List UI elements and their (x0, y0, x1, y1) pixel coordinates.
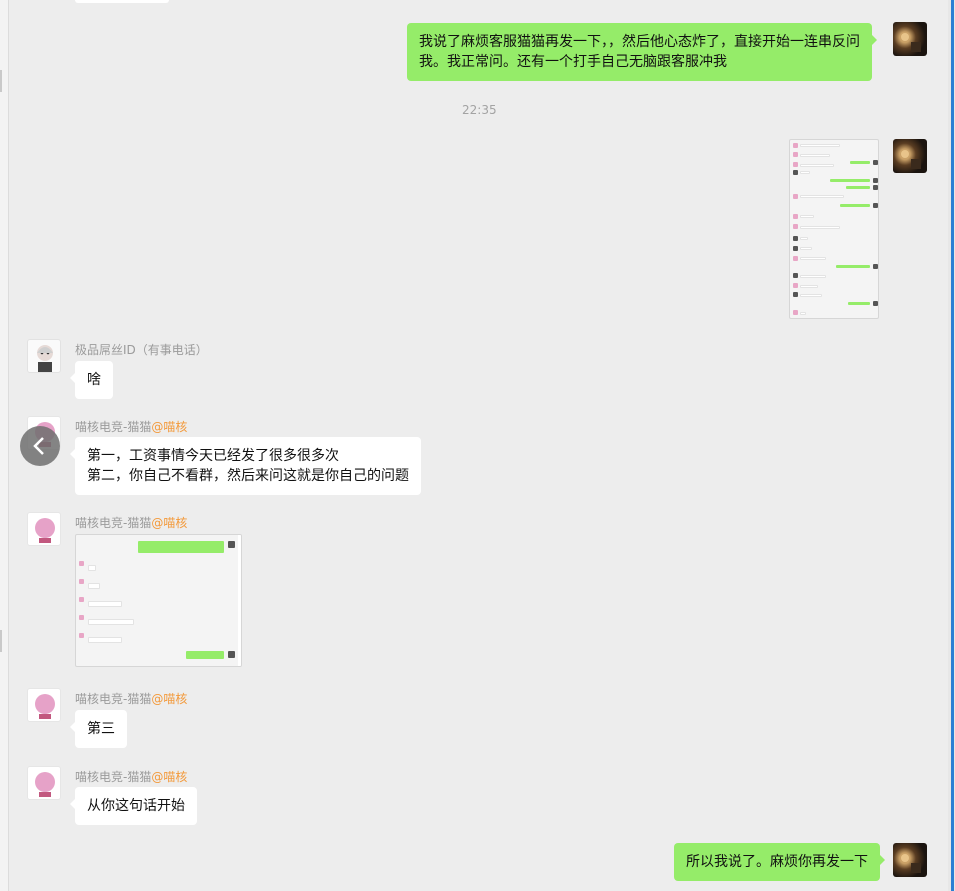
partial-bubble (75, 0, 169, 3)
timestamp: 22:35 (462, 103, 497, 117)
pink-avatar-icon (35, 518, 55, 543)
image-message-self[interactable] (789, 139, 879, 319)
message-text: 第二，你自己不看群，然后来问这就是你自己的问题 (87, 468, 409, 484)
message-bubble[interactable]: 第一，工资事情今天已经发了很多很多次 第二，你自己不看群，然后来问这就是你自己的… (70, 437, 421, 495)
message-text: 第三 (87, 721, 115, 737)
sender-name: 极品屌丝ID（有事电话） (75, 343, 208, 357)
sender-name-text: 喵核电竞-猫猫 (75, 516, 152, 530)
left-window-edge (0, 0, 9, 891)
scrollbar[interactable] (948, 0, 955, 891)
sender-name-text: 喵核电竞-猫猫 (75, 770, 152, 784)
message-text: 啥 (87, 372, 101, 388)
avatar-self[interactable] (893, 139, 927, 173)
edge-tick (0, 630, 2, 652)
avatar-image-icon (901, 150, 921, 169)
mention-tag[interactable]: @喵核 (151, 692, 188, 706)
sender-name: 喵核电竞-猫猫@喵核 (75, 514, 187, 531)
message-text: 我。我正常问。还有一个打手自己无脑跟客服冲我 (419, 54, 727, 70)
pink-avatar-icon (35, 772, 55, 797)
mention-tag[interactable]: @喵核 (151, 770, 188, 784)
sender-name: 喵核电竞-猫猫@喵核 (75, 418, 187, 435)
mention-tag[interactable]: @喵核 (151, 420, 188, 434)
avatar-contact[interactable] (27, 766, 61, 800)
avatar-contact[interactable] (27, 688, 61, 722)
avatar-contact[interactable] (27, 339, 61, 373)
message-text: 第一，工资事情今天已经发了很多很多次 (87, 448, 339, 464)
anime-avatar-icon (37, 345, 53, 372)
message-text: 所以我说了。麻烦你再发一下 (686, 854, 868, 870)
message-text: 我说了麻烦客服猫猫再发一下，，然后他心态炸了，直接开始一连串反问 (419, 34, 860, 50)
image-message[interactable] (75, 534, 242, 667)
avatar-image-icon (901, 33, 921, 52)
scrollbar-track[interactable] (951, 0, 954, 891)
avatar-self[interactable] (893, 22, 927, 56)
message-bubble-self[interactable]: 我说了麻烦客服猫猫再发一下，，然后他心态炸了，直接开始一连串反问 我。我正常问。… (407, 23, 877, 81)
message-bubble[interactable]: 从你这句话开始 (70, 787, 197, 825)
sender-name: 喵核电竞-猫猫@喵核 (75, 690, 187, 707)
sender-name: 喵核电竞-猫猫@喵核 (75, 768, 187, 785)
edge-tick (0, 70, 2, 92)
back-button[interactable] (20, 426, 60, 466)
avatar-image-icon (901, 854, 921, 873)
sender-name-text: 喵核电竞-猫猫 (75, 420, 152, 434)
avatar-contact[interactable] (27, 512, 61, 546)
message-bubble-self[interactable]: 所以我说了。麻烦你再发一下 (674, 843, 885, 881)
avatar-self[interactable] (893, 843, 927, 877)
pink-avatar-icon (35, 694, 55, 719)
mention-tag[interactable]: @喵核 (151, 516, 188, 530)
chevron-left-icon (33, 437, 44, 455)
message-bubble[interactable]: 第三 (70, 710, 127, 748)
message-text: 从你这句话开始 (87, 798, 185, 814)
message-bubble[interactable]: 啥 (70, 361, 113, 399)
sender-name-text: 喵核电竞-猫猫 (75, 692, 152, 706)
